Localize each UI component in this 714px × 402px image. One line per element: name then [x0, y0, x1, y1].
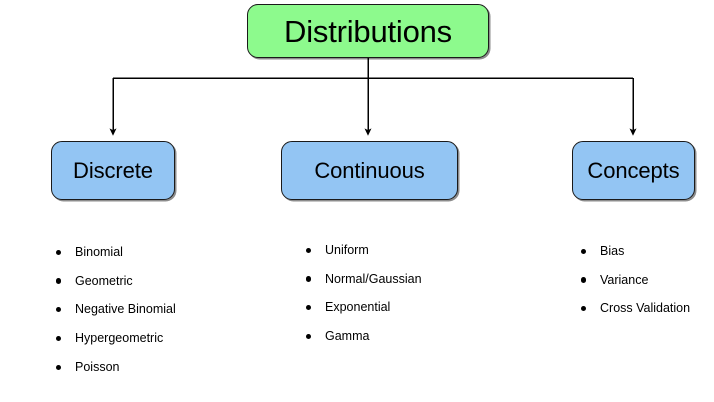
list-item-label: Negative Binomial	[75, 302, 176, 317]
list-continuous: Uniform Normal/Gaussian Exponential Gamm…	[303, 236, 422, 351]
bullet-dot-icon	[306, 276, 312, 282]
list-item: Cross Validation	[578, 294, 690, 323]
bullet-dot-icon	[306, 247, 312, 253]
list-item: Geometric	[53, 267, 176, 296]
bullet-dot-icon	[306, 333, 312, 339]
list-discrete: Binomial Geometric Negative Binomial Hyp…	[53, 238, 176, 381]
list-item-label: Geometric	[75, 273, 133, 288]
list-item-label: Variance	[600, 272, 649, 287]
list-item-label: Uniform	[325, 243, 369, 257]
list-item-label: Cross Validation	[600, 301, 691, 316]
node-distributions[interactable]: Distributions	[247, 4, 489, 58]
list-item: Negative Binomial	[53, 295, 176, 324]
list-item: Bias	[578, 237, 690, 266]
list-item: Poisson	[53, 353, 176, 382]
bullet-dot-icon	[56, 335, 62, 341]
bullet-dot-icon	[581, 248, 587, 254]
bullet-dot-icon	[56, 307, 62, 313]
list-item-label: Exponential	[325, 300, 391, 315]
node-concepts[interactable]: Concepts	[572, 141, 695, 200]
list-item-label: Bias	[600, 244, 625, 258]
list-item-label: Binomial	[75, 245, 123, 259]
bullet-dot-icon	[56, 278, 62, 284]
list-item-label: Normal/Gaussian	[325, 271, 422, 286]
list-item: Exponential	[303, 293, 422, 322]
bullet-dot-icon	[581, 277, 587, 283]
list-item: Hypergeometric	[53, 324, 176, 353]
bullet-dot-icon	[306, 305, 312, 311]
list-item: Gamma	[303, 322, 422, 351]
list-item-label: Poisson	[75, 359, 120, 374]
node-continuous[interactable]: Continuous	[281, 141, 458, 200]
list-item-label: Hypergeometric	[75, 331, 164, 346]
list-item-label: Gamma	[325, 329, 370, 344]
list-concepts: Bias Variance Cross Validation	[578, 237, 690, 323]
bullet-dot-icon	[56, 364, 62, 370]
bullet-dot-icon	[581, 306, 587, 312]
list-item: Variance	[578, 266, 690, 295]
bullet-dot-icon	[56, 249, 62, 255]
node-discrete[interactable]: Discrete	[51, 141, 175, 200]
list-item: Uniform	[303, 236, 422, 265]
list-item: Binomial	[53, 238, 176, 267]
list-item: Normal/Gaussian	[303, 265, 422, 294]
